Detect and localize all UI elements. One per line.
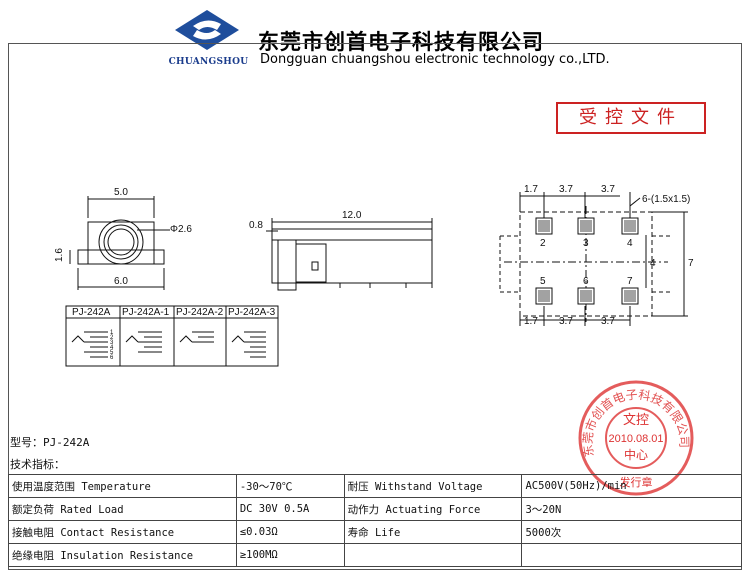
- logo-wordmark: CHUANGSHOU: [168, 57, 249, 67]
- company-logo: [175, 10, 239, 50]
- spec-label: 使用温度范围 Temperature: [8, 474, 237, 498]
- pcb-top-spacing-3: 3.7: [601, 184, 615, 195]
- pcb-top-spacing-1: 1.7: [524, 184, 538, 195]
- spec-value: -30～70℃: [235, 474, 345, 498]
- pcb-bottom-spacing-3: 3.7: [601, 316, 615, 327]
- spec-label: 动作力 Actuating Force: [343, 497, 523, 521]
- front-width-bottom: 6.0: [114, 276, 128, 287]
- side-total-length: 12.0: [342, 210, 362, 221]
- schematic-title-4: PJ-242A-3: [228, 307, 276, 318]
- front-view: [69, 196, 170, 290]
- pcb-total-height: 7: [688, 258, 694, 269]
- schematic-pin-6: 6: [110, 355, 114, 361]
- table-row: 绝缘电阻 Insulation Resistance ≥100MΩ: [8, 543, 742, 567]
- spec-label: [343, 543, 523, 567]
- schematic-title-3: PJ-242A-2: [176, 307, 224, 318]
- spec-label: 额定负荷 Rated Load: [8, 497, 237, 521]
- pcb-layout: [499, 192, 688, 326]
- spec-table: 使用温度范围 Temperature -30～70℃ 耐压 Withstand …: [8, 474, 742, 567]
- front-side-height: 1.6: [54, 248, 65, 262]
- spec-value: AC500V(50Hz)/min: [521, 474, 742, 498]
- pcb-row-gap: 4: [650, 258, 656, 269]
- pin-label-5: 5: [540, 276, 546, 287]
- stamp-dept-bottom: 中心: [624, 447, 648, 462]
- company-name-chinese: 东莞市创首电子科技有限公司: [258, 29, 544, 54]
- spec-label: 接触电阻 Contact Resistance: [8, 520, 237, 544]
- pin-label-6: 6: [583, 276, 589, 287]
- spec-value: ≤0.03Ω: [235, 520, 345, 544]
- company-seal-stamp: 东莞市创首电子科技有限公司 文控 2010.08.01 中心 发行章: [578, 380, 694, 496]
- schematic-pin-2: 2: [110, 335, 114, 341]
- spec-section-title: 技术指标：: [10, 458, 65, 471]
- pin-label-3: 3: [583, 238, 589, 249]
- spec-label: 寿命 Life: [343, 520, 523, 544]
- logo-diamond-icon: [175, 10, 239, 50]
- table-row: 额定负荷 Rated Load DC 30V 0.5A 动作力 Actuatin…: [8, 497, 742, 521]
- table-row: 使用温度范围 Temperature -30～70℃ 耐压 Withstand …: [8, 474, 742, 498]
- pin-label-7: 7: [627, 276, 633, 287]
- pcb-bottom-spacing-1: 1.7: [524, 316, 538, 327]
- spec-value: 3～20N: [521, 497, 742, 521]
- schematic-title-1: PJ-242A: [72, 307, 111, 318]
- pcb-top-spacing-2: 3.7: [559, 184, 573, 195]
- spec-value: ≥100MΩ: [235, 543, 345, 567]
- spec-value: DC 30V 0.5A: [235, 497, 345, 521]
- stamp-dept-top: 文控: [623, 413, 649, 428]
- spec-label: 绝缘电阻 Insulation Resistance: [8, 543, 237, 567]
- document-frame: [8, 43, 742, 570]
- spec-label: 耐压 Withstand Voltage: [343, 474, 523, 498]
- controlled-document-label: 受控文件: [556, 102, 706, 134]
- model-number: 型号：PJ-242A: [10, 436, 90, 449]
- schematic-pin-1: 1: [110, 330, 114, 336]
- schematic-panel: [65, 305, 279, 367]
- schematic-pin-5: 5: [110, 350, 114, 356]
- technical-drawing: 5.0 6.0 1.6 Φ2.6 0.8 12.0 1.7 3.7 3.7 6-…: [54, 184, 694, 367]
- spec-value: 5000次: [521, 520, 742, 544]
- pin-label-4: 4: [627, 238, 633, 249]
- schematic-title-2: PJ-242A-1: [122, 307, 170, 318]
- pcb-bottom-spacing-2: 3.7: [559, 316, 573, 327]
- table-row: 接触电阻 Contact Resistance ≤0.03Ω 寿命 Life 5…: [8, 520, 742, 544]
- hole-diameter: Φ2.6: [170, 224, 192, 235]
- pcb-hole-note: 6-(1.5x1.5): [642, 194, 690, 205]
- schematic-pin-4: 4: [110, 345, 114, 351]
- side-view: [266, 218, 433, 291]
- stamp-date: 2010.08.01: [608, 433, 663, 445]
- schematic-pin-3: 3: [110, 340, 114, 346]
- spec-value: [521, 543, 742, 567]
- pin-label-2: 2: [540, 238, 546, 249]
- company-name-english: Dongguan chuangshou electronic technolog…: [260, 52, 610, 67]
- side-lead-length: 0.8: [249, 220, 263, 231]
- front-width-top: 5.0: [114, 187, 128, 198]
